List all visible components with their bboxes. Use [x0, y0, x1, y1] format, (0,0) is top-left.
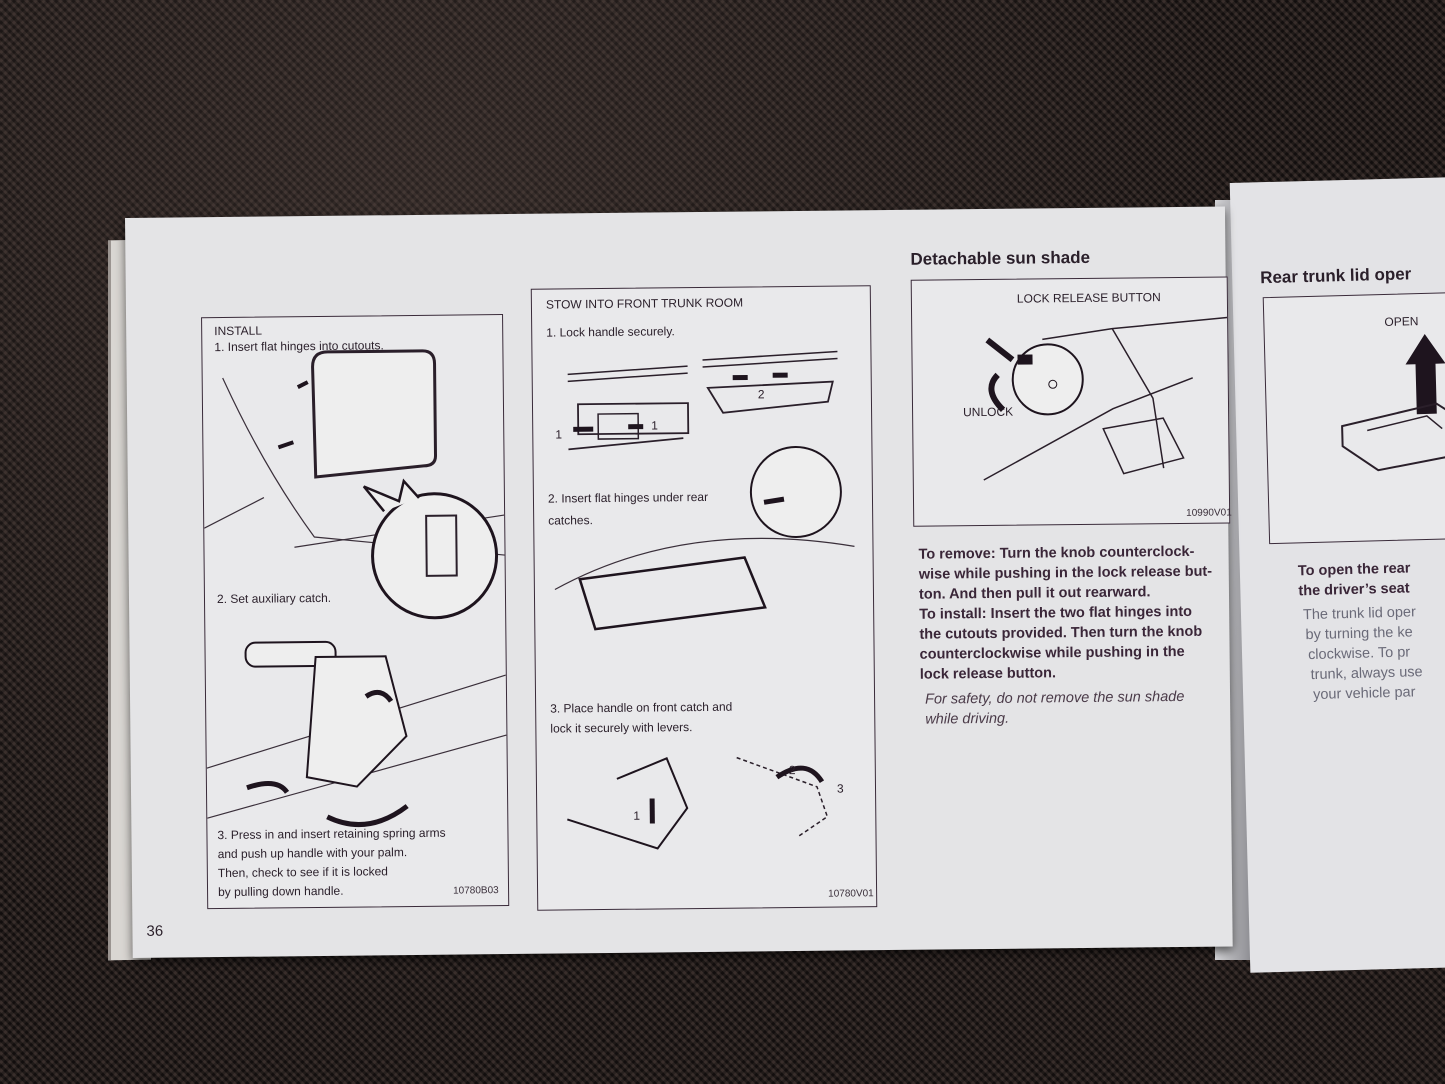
figure-code: 10780B03: [453, 885, 499, 897]
figure-code: 10780V01: [828, 888, 874, 900]
step-text: Then, check to see if it is locked: [217, 864, 389, 881]
section-heading: Detachable sun shade: [910, 247, 1091, 269]
body-line: by turning the ke: [1305, 624, 1413, 644]
callout-number: 1: [633, 808, 641, 823]
callout-number: 3: [836, 781, 844, 796]
safety-note: while driving.: [925, 710, 1010, 728]
trunk-lid-figure: OPEN: [1262, 291, 1445, 545]
sun-shade-illustration: [983, 316, 1228, 481]
step-text: by pulling down handle.: [217, 883, 344, 900]
instruction-line: ton. And then pull it out rearward.: [918, 584, 1151, 603]
body-line: your vehicle par: [1312, 684, 1416, 704]
right-page: Rear trunk lid oper OPEN To open the rea…: [1229, 177, 1445, 973]
instruction-line: lock release button.: [919, 665, 1057, 683]
step-text: and push up handle with your palm.: [217, 845, 408, 862]
callout-number: 2: [788, 763, 796, 778]
sun-shade-figure: LOCK RELEASE BUTTON UNLOCK 10990V01: [910, 276, 1232, 527]
step-text: 2. Insert flat hinges under rear: [547, 489, 709, 506]
left-page: INSTALL 1. Insert flat hinges into cutou…: [125, 206, 1233, 958]
safety-note: For safety, do not remove the sun shade: [925, 688, 1185, 708]
section-heading: Rear trunk lid oper: [1259, 264, 1412, 288]
stow-illustration: [554, 350, 855, 850]
instruction-line: counterclockwise while pushing in the: [919, 643, 1185, 663]
instruction-line: wise while pushing in the lock release b…: [918, 563, 1213, 583]
install-panel: INSTALL 1. Insert flat hinges into cutou…: [201, 314, 510, 910]
step-text: catches.: [548, 513, 593, 528]
step-text: 2. Set auxiliary catch.: [216, 590, 332, 607]
install-illustration: [203, 349, 507, 828]
callout-number: 1: [651, 418, 658, 433]
page-number: 36: [146, 922, 164, 940]
stow-panel: STOW INTO FRONT TRUNK ROOM 1. Lock handl…: [530, 285, 878, 911]
figure-code: 10990V01: [1186, 507, 1232, 519]
instruction-line: the driver’s seat: [1298, 580, 1410, 600]
step-text: lock it securely with levers.: [550, 720, 693, 736]
step-text: 3. Place handle on front catch and: [550, 699, 733, 716]
step-text: 3. Press in and insert retaining spring …: [217, 825, 446, 843]
callout-number: 2: [757, 387, 765, 402]
instruction-line: To install: Insert the two flat hinges i…: [919, 603, 1193, 623]
trunk-opener-illustration: [1341, 333, 1445, 472]
callout-number: 1: [555, 427, 563, 442]
body-line: clockwise. To pr: [1307, 644, 1411, 664]
